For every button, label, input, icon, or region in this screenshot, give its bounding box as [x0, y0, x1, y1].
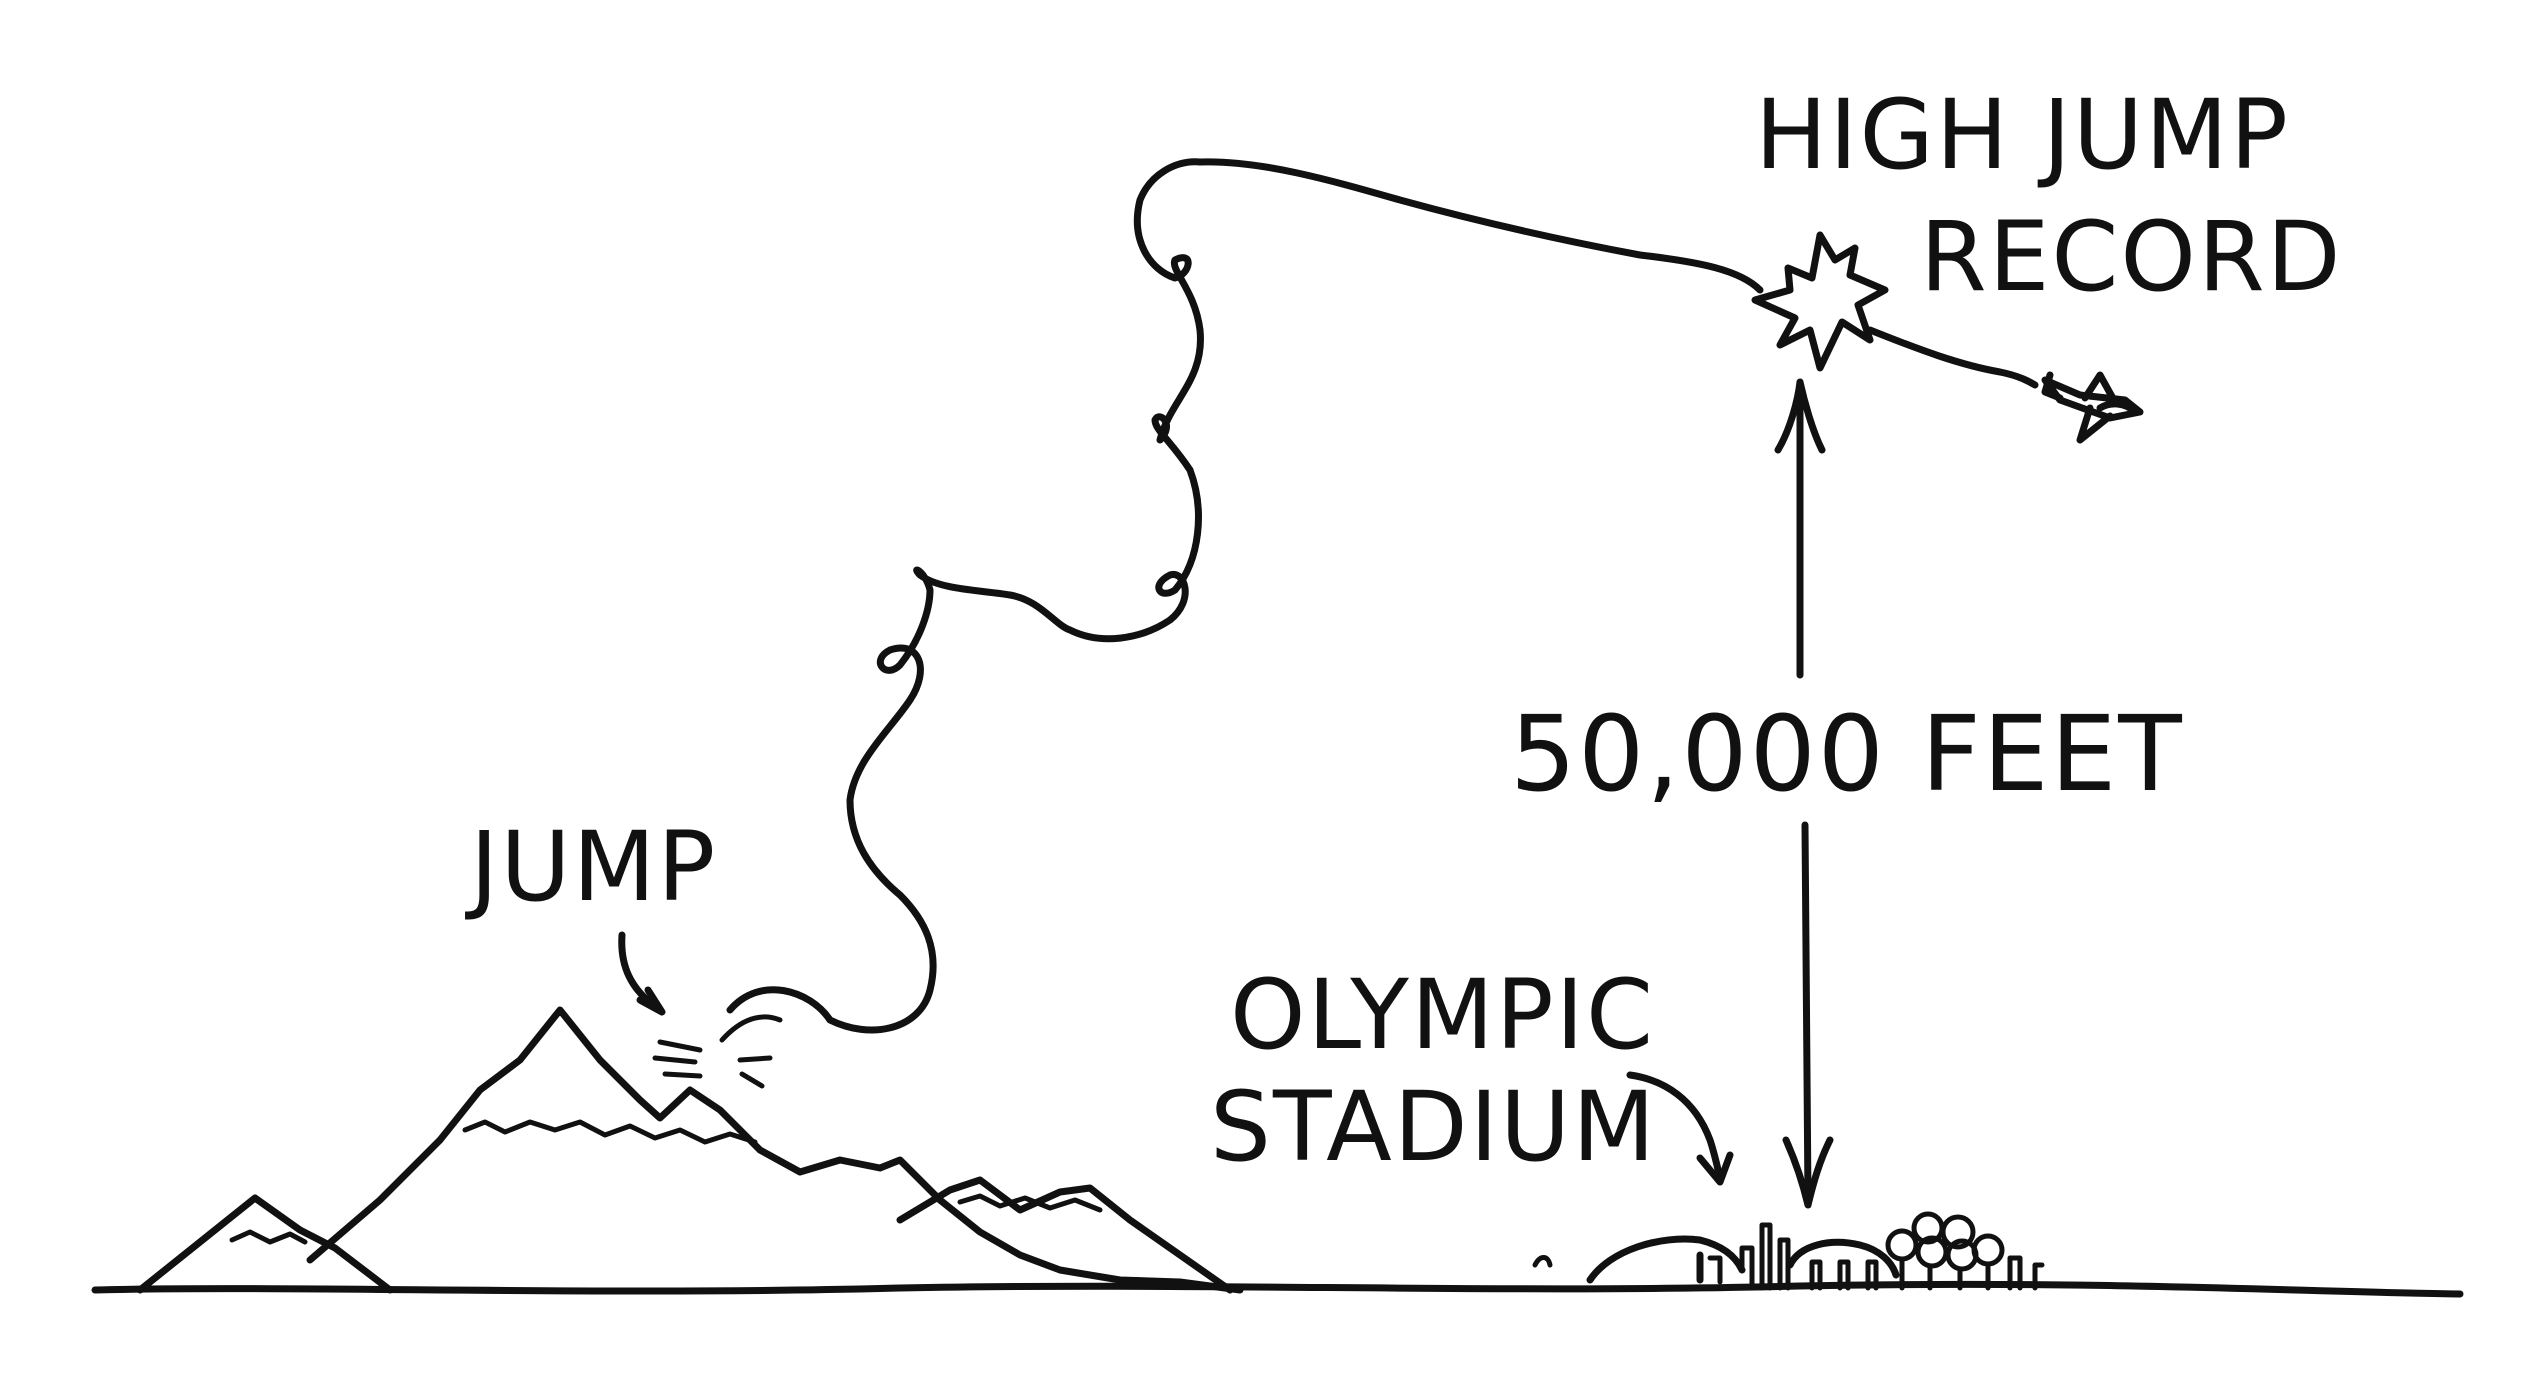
airplane-icon	[2041, 371, 2144, 444]
mountain-main-snow	[462, 1119, 758, 1145]
mountain-main	[306, 1006, 1244, 1294]
olympic-stadium	[1532, 1222, 1900, 1291]
mountain-right-snow	[957, 1193, 1103, 1213]
jump-label: JUMP	[465, 811, 717, 923]
jumper-trajectory	[726, 158, 1764, 1034]
jump-burst	[652, 1014, 783, 1089]
deflection-trail	[1866, 326, 2039, 389]
height-label: 50,000 FEET	[1510, 693, 2184, 815]
stadium-label-line2: STADIUM	[1210, 1071, 1657, 1183]
ground-line	[91, 1280, 2464, 1298]
stadium-label-line1: OLYMPIC	[1230, 959, 1655, 1071]
mountain-left	[136, 1194, 394, 1294]
record-label-line2: RECORD	[1920, 201, 2343, 313]
mountain-left-snow	[229, 1229, 308, 1245]
record-label-line1: HIGH JUMP	[1755, 79, 2290, 191]
stadium-arrow	[1626, 1071, 1734, 1186]
starburst-icon	[1751, 231, 1889, 372]
trees	[1885, 1211, 2045, 1291]
jump-arrow	[618, 931, 666, 1016]
height-arrow	[1774, 378, 1834, 1209]
mountain-right	[896, 1176, 1234, 1294]
mountain-range	[136, 1006, 1244, 1294]
